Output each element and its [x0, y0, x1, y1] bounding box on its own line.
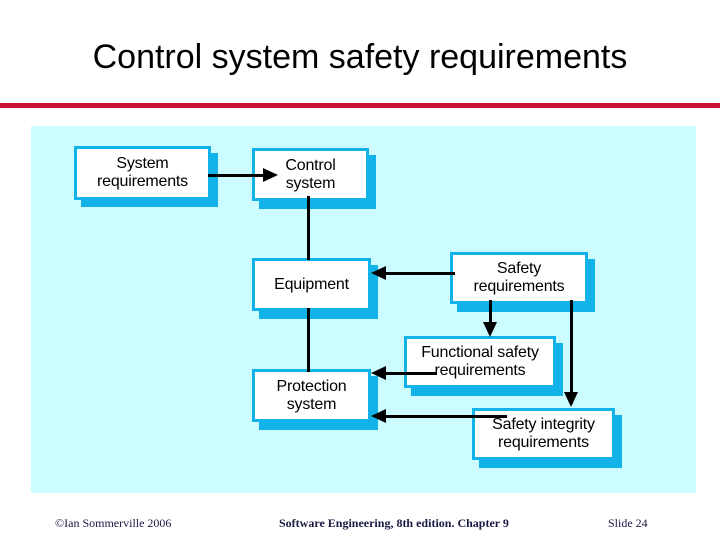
node-functional-safety-requirements[interactable]: Functional safety requirements	[404, 336, 556, 388]
footer-slide-number: Slide 24	[608, 516, 648, 530]
edge-safety-requirements-to-equipment	[379, 272, 455, 275]
node-label-system-requirements: System requirements	[97, 155, 188, 190]
node-protection-system[interactable]: Protection system	[252, 369, 371, 422]
node-label-equipment: Equipment	[274, 275, 349, 293]
node-safety-requirements[interactable]: Safety requirements	[450, 252, 588, 304]
edge-safety-integrity-to-protection-system	[379, 415, 507, 418]
arrowhead-left-protection-system-upper	[371, 366, 386, 380]
edge-safety-requirements-to-functional-safety	[489, 300, 492, 332]
arrowhead-left-protection-system-lower	[371, 409, 386, 423]
arrowhead-down-functional-safety	[483, 322, 497, 337]
node-system-requirements[interactable]: System requirements	[74, 146, 211, 200]
edge-functional-safety-to-protection-system	[379, 372, 437, 375]
edge-equipment-to-protection-system	[307, 308, 310, 372]
edge-control-system-to-equipment	[307, 196, 310, 260]
edge-safety-requirements-to-safety-integrity	[570, 300, 573, 404]
node-label-functional-safety-requirements: Functional safety requirements	[421, 344, 539, 379]
node-safety-integrity-requirements[interactable]: Safety integrity requirements	[472, 408, 615, 460]
edge-system-requirements-to-control-system	[208, 174, 268, 177]
node-label-protection-system: Protection system	[276, 377, 347, 413]
node-equipment[interactable]: Equipment	[252, 258, 371, 311]
diagram-canvas: System requirements Control system Equip…	[31, 126, 696, 493]
node-label-safety-requirements: Safety requirements	[473, 260, 565, 295]
title-divider-rule	[0, 103, 720, 108]
node-label-control-system: Control system	[285, 156, 336, 192]
arrowhead-left-equipment	[371, 266, 386, 280]
arrowhead-right-control-system	[263, 168, 278, 182]
footer-copyright: ©Ian Sommerville 2006	[55, 516, 172, 530]
page-title: Control system safety requirements	[92, 38, 628, 76]
arrowhead-down-safety-integrity	[564, 392, 578, 407]
footer-book-reference: Software Engineering, 8th edition. Chapt…	[279, 516, 509, 530]
node-label-safety-integrity-requirements: Safety integrity requirements	[492, 416, 595, 451]
